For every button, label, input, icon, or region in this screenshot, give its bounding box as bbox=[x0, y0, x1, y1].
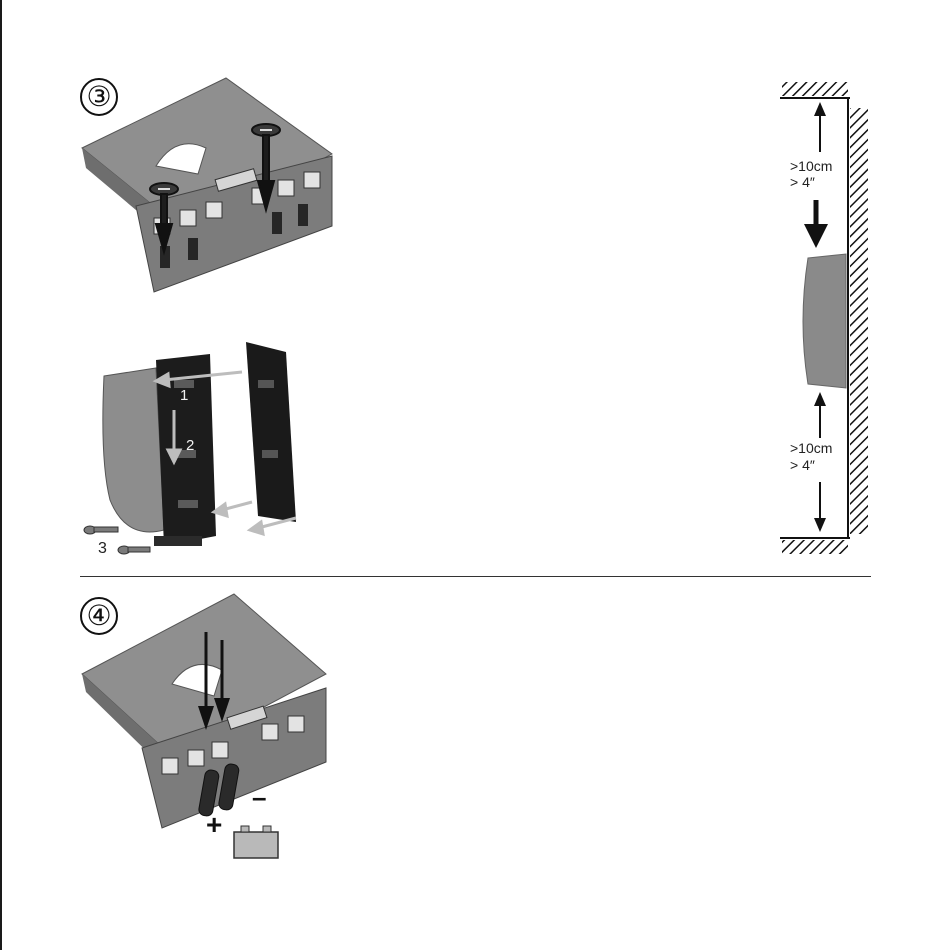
battery-minus-sign: – bbox=[252, 782, 266, 812]
top-clearance-imperial: > 4″ bbox=[790, 175, 815, 190]
base-plate-screws-illustration bbox=[76, 76, 336, 306]
callout-3: 3 bbox=[98, 540, 107, 557]
battery-plus-sign: + bbox=[206, 809, 222, 840]
mounting-clearance-diagram bbox=[776, 82, 876, 562]
bottom-clearance-imperial: > 4″ bbox=[790, 458, 815, 473]
callout-1: 1 bbox=[180, 387, 188, 404]
battery-wiring-illustration: + – bbox=[76, 592, 336, 862]
callout-2: 2 bbox=[186, 437, 194, 454]
bottom-clearance-metric: >10cm bbox=[790, 441, 832, 456]
cover-assembly-illustration: 1 2 3 bbox=[82, 340, 312, 570]
page-edge-line bbox=[0, 0, 2, 950]
section-divider bbox=[80, 576, 871, 577]
top-clearance-metric: >10cm bbox=[790, 159, 832, 174]
